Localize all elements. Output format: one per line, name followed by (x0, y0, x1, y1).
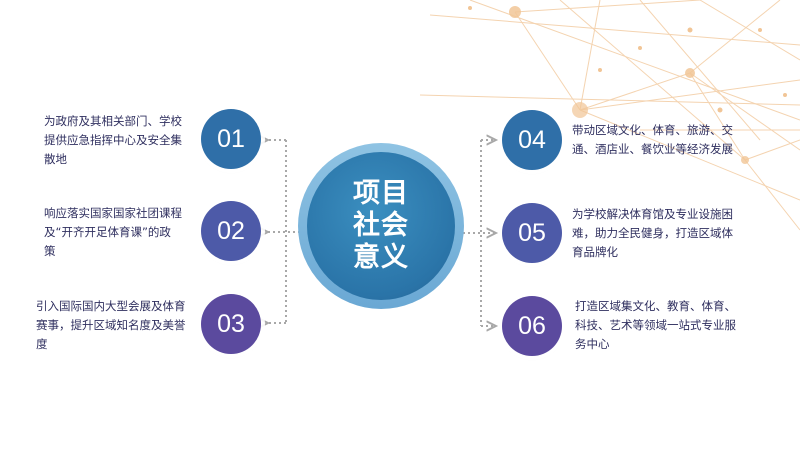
item-06-text: 打造区域集文化、教育、体育、 科技、艺术等领域一站式专业服 务中心 (575, 297, 750, 354)
item-05-text: 为学校解决体育馆及专业设施困 难，助力全民健身，打造区域体 育品牌化 (572, 205, 747, 262)
center-title: 项目 社会 意义 (341, 178, 421, 274)
item-01-text: 为政府及其相关部门、学校 提供应急指挥中心及安全集 散地 (44, 112, 199, 169)
node-03: 03 (201, 294, 261, 354)
item-03-line-3: 度 (36, 337, 48, 351)
item-01-line-3: 散地 (44, 152, 67, 166)
item-06-line-3: 务中心 (575, 337, 610, 351)
item-05-line-3: 育品牌化 (572, 245, 618, 259)
center-circle: 项目 社会 意义 (307, 152, 455, 300)
item-04-line-1: 带动区域文化、体育、旅游、交 (572, 123, 733, 137)
item-04-line-2: 通、酒店业、餐饮业等经济发展 (572, 142, 733, 156)
node-06-number: 06 (518, 311, 546, 340)
item-06-line-2: 科技、艺术等领域一站式专业服 (575, 318, 736, 332)
item-06-line-1: 打造区域集文化、教育、体育、 (575, 299, 736, 313)
node-04-number: 04 (518, 125, 546, 154)
node-04: 04 (502, 110, 562, 170)
center-line-3: 意义 (353, 242, 409, 273)
node-05-number: 05 (518, 218, 546, 247)
item-05-line-2: 难，助力全民健身，打造区域体 (572, 226, 733, 240)
item-02-text: 响应落实国家国家社团课程 及“开齐开足体育课”的政 策 (44, 204, 199, 261)
item-04-text: 带动区域文化、体育、旅游、交 通、酒店业、餐饮业等经济发展 (572, 121, 747, 159)
node-01: 01 (201, 109, 261, 169)
item-02-line-1: 响应落实国家国家社团课程 (44, 206, 182, 220)
item-05-line-1: 为学校解决体育馆及专业设施困 (572, 207, 733, 221)
item-02-line-2: 及“开齐开足体育课”的政 (44, 225, 171, 239)
item-01-line-1: 为政府及其相关部门、学校 (44, 114, 182, 128)
center-line-1: 项目 (353, 178, 409, 209)
node-06: 06 (502, 296, 562, 356)
node-03-number: 03 (217, 309, 245, 338)
node-02-number: 02 (217, 216, 245, 245)
item-02-line-3: 策 (44, 244, 56, 258)
node-05: 05 (502, 203, 562, 263)
node-01-number: 01 (217, 124, 245, 153)
node-02: 02 (201, 201, 261, 261)
item-03-line-2: 赛事，提升区域知名度及美誉 (36, 318, 186, 332)
item-03-line-1: 引入国际国内大型会展及体育 (36, 299, 186, 313)
item-01-line-2: 提供应急指挥中心及安全集 (44, 133, 182, 147)
center-line-2: 社会 (353, 210, 409, 241)
item-03-text: 引入国际国内大型会展及体育 赛事，提升区域知名度及美誉 度 (36, 297, 201, 354)
